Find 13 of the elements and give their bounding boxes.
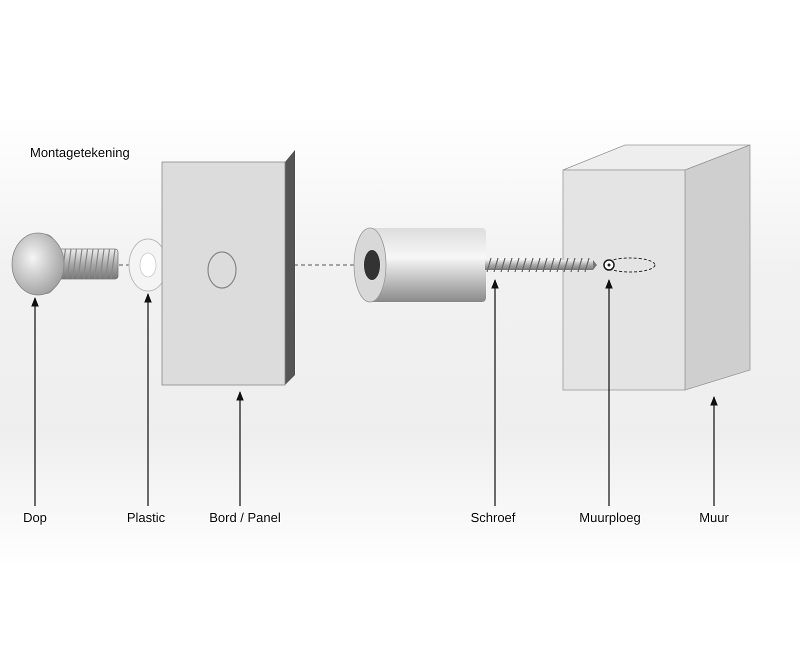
part-label: Dop [22,509,48,527]
leader-arrow [605,279,613,506]
part-label: Plastic [126,509,166,527]
part-label: Muurploeg [578,509,642,527]
part-label: Muur [698,509,730,527]
leader-arrow [710,396,718,506]
leader-arrow [491,279,499,506]
leader-arrow [236,391,244,506]
leader-arrow [144,293,152,506]
part-label: Bord / Panel [208,509,282,527]
diagram-title: Montagetekening [30,145,130,160]
leader-arrow [31,297,39,506]
part-label: Schroef [470,509,516,527]
